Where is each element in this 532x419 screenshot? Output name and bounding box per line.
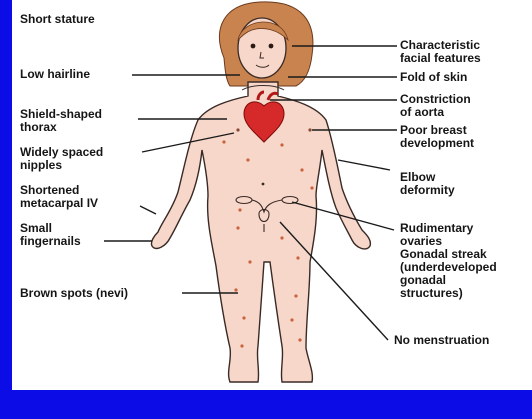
label-no-menstruation: No menstruation	[394, 334, 489, 347]
label-constriction-aorta: Constriction of aorta	[400, 93, 471, 119]
right-nipple	[308, 128, 311, 131]
label-low-hairline: Low hairline	[20, 68, 90, 81]
label-shortened-metacarpal: Shortened metacarpal IV	[20, 184, 98, 210]
label-shield-thorax: Shield-shaped thorax	[20, 108, 102, 134]
label-poor-breast: Poor breast development	[400, 124, 474, 150]
left-eye	[251, 44, 256, 49]
label-widely-spaced-nipples: Widely spaced nipples	[20, 146, 103, 172]
leader-metacarpal	[140, 206, 156, 214]
label-small-fingernails: Small fingernails	[20, 222, 81, 248]
label-rudimentary-ovaries: Rudimentary ovaries	[400, 222, 473, 248]
label-elbow-deformity: Elbow deformity	[400, 171, 455, 197]
label-facial-features: Characteristic facial features	[400, 39, 481, 65]
label-fold-of-skin: Fold of skin	[400, 71, 467, 84]
leader-elbow	[338, 160, 390, 170]
diagram-panel: Short stature Low hairline Shield-shaped…	[12, 0, 532, 390]
label-short-stature: Short stature	[20, 13, 95, 26]
navel	[262, 183, 265, 186]
left-nipple	[236, 128, 239, 131]
label-brown-spots: Brown spots (nevi)	[20, 287, 128, 300]
label-gonadal-streak: Gonadal streak (underdeveloped gonadal s…	[400, 248, 497, 300]
right-eye	[269, 44, 274, 49]
